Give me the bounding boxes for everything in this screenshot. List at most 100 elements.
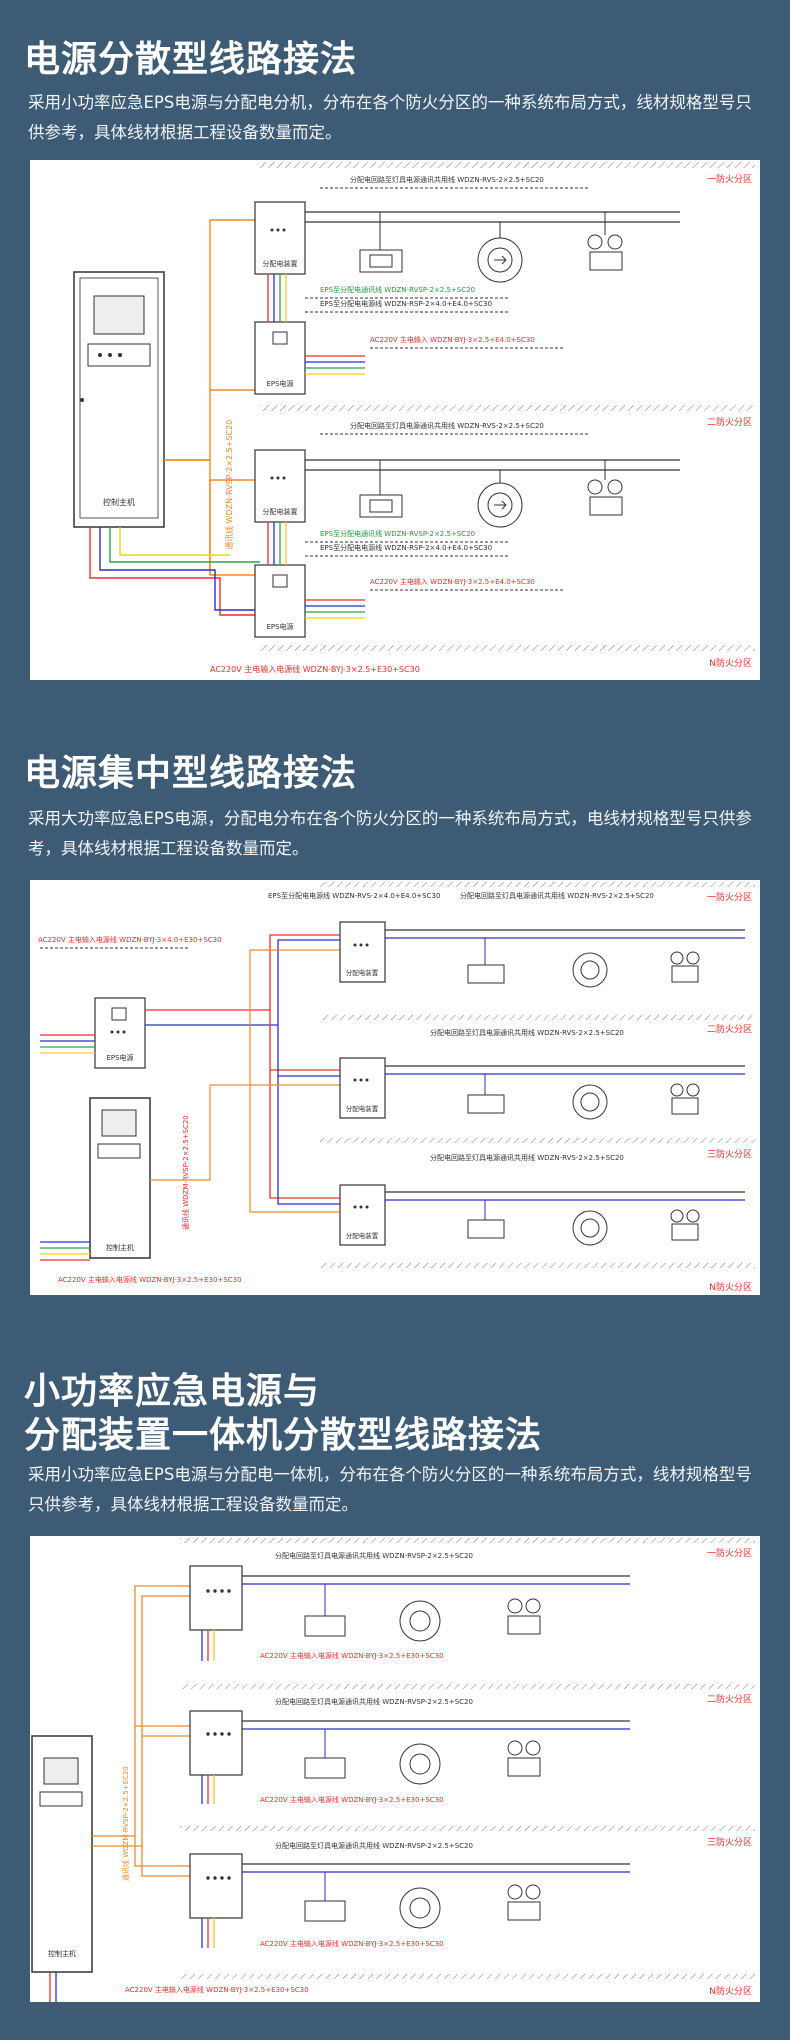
section-title: 电源分散型线路接法 [24, 39, 358, 80]
zone-label: N防火分区 [709, 657, 752, 669]
controller-label: 控制主机 [106, 1243, 134, 1252]
integrated-unit [189, 1710, 243, 1776]
exit-sign-icon [304, 1584, 346, 1637]
eps-label: EPS电源 [266, 622, 293, 631]
wiring-diagram: 一防火分区 二防火分区 三防火分区 N防火分区 EPS电源 AC220V 主电输… [30, 880, 760, 1295]
controller-label: 控制主机 [103, 497, 135, 507]
distributor-label: 分配电装置 [346, 968, 379, 977]
eps-power-label: EPS至分配电电源线 WDZN-RSP-2×4.0+E4.0+SC30 [320, 299, 492, 308]
eps-box [254, 321, 306, 395]
direction-light-icon [399, 1887, 441, 1929]
distributor-box [254, 201, 306, 275]
section-title: 小功率应急电源与 分配装置一体机分散型线路接法 [24, 1371, 543, 1456]
zone-label: 二防火分区 [707, 416, 752, 428]
zone-label: 三防火分区 [707, 1148, 752, 1160]
eps-distribution-label: EPS至分配电电源线 WDZN-RVS-2×4.0+E4.0+SC30 [268, 891, 440, 900]
direction-light-icon [399, 1743, 441, 1785]
emergency-light-icon [670, 1083, 700, 1115]
distributor-label: 分配电装置 [346, 1231, 379, 1240]
distributor-label: 分配电装置 [346, 1104, 379, 1113]
eps-cabinet: EPS电源 [94, 997, 146, 1069]
ac-input-label: AC220V 主电输入 WDZN-BYJ-3×2.5+E4.0+SC30 [370, 335, 535, 344]
emergency-light-icon [587, 460, 623, 516]
comm-cable-label: 通讯线 WDZM-RVSP-2×2.5+SC20 [181, 1115, 190, 1230]
ac-input-label: AC220V 主电输入电源线 WDZN-BYJ-3×2.5+E30+SC30 [260, 1795, 444, 1804]
lamp-line-label: 分配电回路至灯具电源通讯共用线 WDZN-RVSP-2×2.5+SC20 [275, 1551, 473, 1560]
exit-sign-icon [359, 212, 403, 273]
main-ac-label: AC220V 主电输入电源线 WDZN-BYJ-3×2.5+E30+SC30 [210, 664, 420, 674]
zone-label: N防火分区 [709, 1281, 752, 1293]
controller-cabinet: 控制主机 [73, 271, 165, 528]
exit-sign-icon [467, 1200, 505, 1239]
controller-cabinet: 控制主机 [89, 1097, 151, 1259]
integrated-unit [189, 1565, 243, 1631]
ac-input-top-label: AC220V 主电输入电源线 WDZN-BYJ-3×4.0+E30+SC30 [38, 935, 222, 944]
integrated-unit [189, 1853, 243, 1919]
zone-3-group: 分配电装置 分配电回路至灯具电源通讯共用线 WDZN-RVS-2×2.5+SC2… [339, 1153, 745, 1246]
emergency-light-icon [507, 1598, 541, 1635]
eps-comm-label: EPS至分配电通讯线 WDZN-RVSP-2×2.5+SC20 [320, 529, 475, 538]
controller-label: 控制主机 [48, 1949, 76, 1958]
section-description: 采用小功率应急EPS电源与分配电一体机，分布在各个防火分区的一种系统布局方式，线… [28, 1465, 752, 1514]
distributor-label: 分配电装置 [263, 507, 298, 516]
zone-label: 三防火分区 [707, 1836, 752, 1848]
ac-input-label: AC220V 主电输入电源线 WDZN-BYJ-3×2.5+E30+SC30 [260, 1939, 444, 1948]
floor-hatch [260, 645, 755, 651]
eps-label: EPS电源 [106, 1053, 133, 1062]
zone-label: N防火分区 [709, 1985, 752, 1997]
exit-sign-icon [304, 1872, 346, 1922]
lamp-line-label: 分配电回路至灯具电源通讯共用线 WDZN-RVSP-2×2.5+SC20 [275, 1841, 473, 1850]
lamp-line-label: 分配电回路至灯具电源通讯共用线 WDZN-RVS-2×2.5+SC20 [350, 421, 544, 430]
direction-light-icon [477, 222, 523, 283]
zone-1-group: 分配电装置 分配电回路至灯具电源通讯共用线 WDZN-RVS-2×2.5+SC2… [339, 891, 745, 988]
wiring-diagram-svg: 一防火分区 二防火分区 三防火分区 N防火分区 控制主机 通讯线 WDZM-RV… [31, 1538, 755, 2002]
zone-1-group: AC220V 主电输入电源线 WDZN-BYJ-3×2.5+E30+SC30 分… [189, 1551, 630, 1661]
eps-power-label: EPS至分配电电源线 WDZN-RSP-2×4.0+E4.0+SC30 [320, 543, 492, 552]
direction-light-icon [572, 952, 608, 988]
zone-label: 二防火分区 [707, 1023, 752, 1035]
controller-cabinet: 控制主机 [31, 1735, 93, 1973]
floor-hatch [260, 405, 755, 411]
ac-input-label: AC220V 主电输入 WDZN-BYJ-3×2.5+E4.0+SC30 [370, 577, 535, 586]
exit-sign-icon [467, 1074, 505, 1114]
eps-comm-label: EPS至分配电通讯线 WDZN-RVSP-2×2.5+SC20 [320, 285, 475, 294]
section-description: 采用小功率应急EPS电源与分配电分机，分布在各个防火分区的一种系统布局方式，线材… [28, 93, 752, 142]
emergency-light-icon [670, 1209, 700, 1241]
exit-sign-icon [359, 460, 403, 518]
emergency-light-icon [507, 1740, 541, 1777]
zone-2-group: 分配电装置 分配电回路至灯具电源通讯共用线 WDZN-RVS-2×2.5+SC2… [339, 1028, 745, 1120]
lamp-line-label: 分配电回路至灯具电源通讯共用线 WDZN-RVS-2×2.5+SC20 [430, 1153, 624, 1162]
section-description: 采用大功率应急EPS电源，分配电分布在各个防火分区的一种系统布局方式，电线材规格… [28, 809, 752, 858]
lamp-line-label: 分配电回路至灯具电源通讯共用线 WDZN-RVS-2×2.5+SC20 [350, 175, 544, 184]
lamp-line-label: 分配电回路至灯具电源通讯共用线 WDZN-RVS-2×2.5+SC20 [460, 891, 654, 900]
zone-3-group: AC220V 主电输入电源线 WDZN-BYJ-3×2.5+E30+SC30 分… [189, 1841, 630, 1948]
lamp-line-label: 分配电回路至灯具电源通讯共用线 WDZN-RVSP-2×2.5+SC20 [275, 1697, 473, 1706]
zone-2-group: 分配电装置 EPS电源 EPS至分配电通讯线 WDZN-RVSP-2×2.5+S… [254, 421, 680, 638]
emergency-light-icon [670, 951, 700, 983]
zone-label: 一防火分区 [707, 1547, 752, 1559]
zone-1-group: 分配电装置 EPS电源 EPS至分配电通讯线 WDZN-RVSP-2×2.5+S… [254, 175, 680, 395]
direction-light-icon [572, 1084, 608, 1120]
direction-light-icon [572, 1210, 608, 1246]
wiring-diagram: 一防火分区 二防火分区 N防火分区 控制主机 通讯线 WDZN-RVSP-2×2… [30, 160, 760, 680]
eps-label: EPS电源 [266, 379, 293, 388]
zone-label: 一防火分区 [707, 891, 752, 903]
lamp-line-label: 分配电回路至灯具电源通讯共用线 WDZN-RVS-2×2.5+SC20 [430, 1028, 624, 1037]
distributor-label: 分配电装置 [263, 259, 298, 268]
main-ac-label: AC220V 主电输入电源线 WDZN-BYJ-3×2.5+E30+SC30 [125, 1985, 309, 1994]
floor-hatch [260, 162, 755, 168]
comm-cable-label: 通讯线 WDZM-RVSP-2×2.5+SC20 [121, 1766, 130, 1881]
ac-input-label: AC220V 主电输入电源线 WDZN-BYJ-3×2.5+E30+SC30 [260, 1651, 444, 1660]
exit-sign-icon [304, 1729, 346, 1779]
exit-sign-icon [467, 938, 505, 984]
direction-light-icon [477, 470, 523, 528]
wiring-diagram-svg: 一防火分区 二防火分区 三防火分区 N防火分区 EPS电源 AC220V 主电输… [38, 882, 755, 1293]
comm-cable-label: 通讯线 WDZN-RVSP-2×2.5+SC20 [224, 420, 234, 550]
main-ac-label: AC220V 主电输入电源线 WDZN-BYJ-3×2.5+E30+SC30 [58, 1275, 242, 1284]
emergency-light-icon [587, 212, 623, 271]
section-title: 电源集中型线路接法 [24, 753, 358, 794]
wiring-diagram-svg: 一防火分区 二防火分区 N防火分区 控制主机 通讯线 WDZN-RVSP-2×2… [73, 162, 755, 674]
zone-2-group: AC220V 主电输入电源线 WDZN-BYJ-3×2.5+E30+SC30 分… [189, 1697, 630, 1804]
direction-light-icon [399, 1600, 441, 1642]
wiring-diagram: 一防火分区 二防火分区 三防火分区 N防火分区 控制主机 通讯线 WDZM-RV… [30, 1536, 760, 2002]
